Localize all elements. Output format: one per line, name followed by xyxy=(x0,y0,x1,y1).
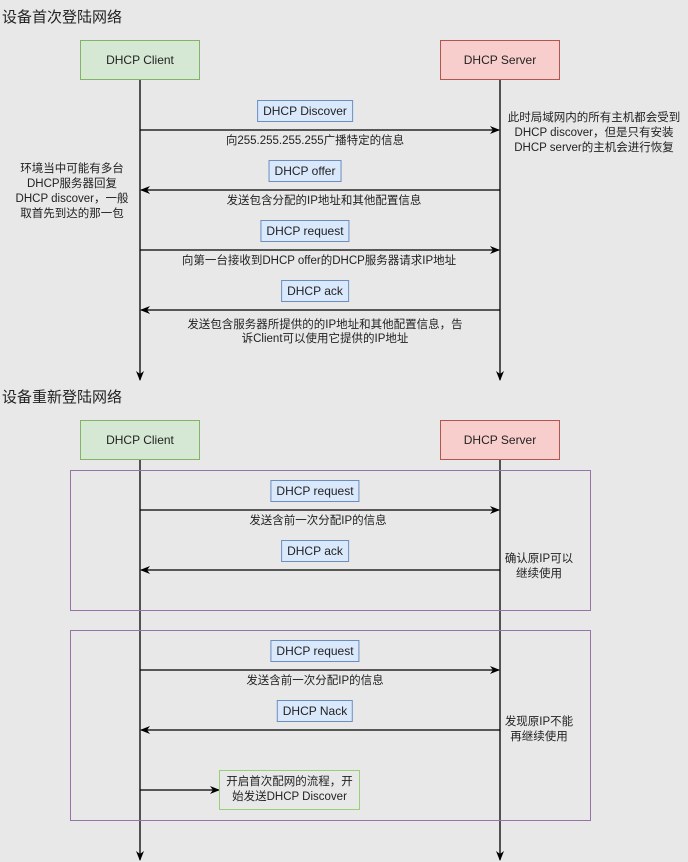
message-dhcp-ack-2: DHCP ack xyxy=(281,540,349,562)
frame-nack-scenario xyxy=(70,630,591,821)
message-ack-description: 发送包含服务器所提供的的IP地址和其他配置信息，告 诉Client可以使用它提供… xyxy=(187,318,462,346)
restart-note-line: 始发送DHCP Discover xyxy=(232,791,347,803)
message-request-2-description: 发送含前一次分配IP的信息 xyxy=(249,515,387,527)
section-title-relogin: 设备重新登陆网络 xyxy=(2,389,123,406)
nack-note: 发现原IP不能 再继续使用 xyxy=(505,715,573,745)
ack-description-line: 诉Client可以使用它提供的IP地址 xyxy=(241,333,409,345)
message-dhcp-offer: DHCP offer xyxy=(268,160,342,182)
restart-note-line: 开启首次配网的流程，开 xyxy=(226,776,353,788)
ack-note-line: 确认原IP可以 xyxy=(504,553,574,565)
ack-description-line: 发送包含服务器所提供的的IP地址和其他配置信息，告 xyxy=(187,319,463,331)
client-note-line: 环境当中可能有多台 xyxy=(20,163,124,175)
server-note-line: 此时局域网内的所有主机都会受到 xyxy=(507,112,681,124)
message-discover-description: 向255.255.255.255广播特定的信息 xyxy=(225,135,405,147)
section-title-first-login: 设备首次登陆网络 xyxy=(2,9,123,26)
server-note-line: DHCP discover，但是只有安装 xyxy=(514,127,674,139)
message-dhcp-ack: DHCP ack xyxy=(281,280,349,302)
ack-note: 确认原IP可以 继续使用 xyxy=(505,552,573,582)
message-dhcp-request: DHCP request xyxy=(260,220,350,242)
nack-note-line: 发现原IP不能 xyxy=(504,716,574,728)
dhcp-server-actor: DHCP Server xyxy=(440,40,560,80)
client-note-line: DHCP discover，一般 xyxy=(15,193,129,205)
message-dhcp-request-2: DHCP request xyxy=(270,480,360,502)
restart-discover-note: 开启首次配网的流程，开 始发送DHCP Discover xyxy=(219,770,360,810)
dhcp-server-actor-2: DHCP Server xyxy=(440,420,560,460)
message-dhcp-request-3: DHCP request xyxy=(270,640,360,662)
message-request-description: 向第一台接收到DHCP offer的DHCP服务器请求IP地址 xyxy=(181,255,457,267)
message-dhcp-nack: DHCP Nack xyxy=(276,700,354,722)
nack-note-line: 再继续使用 xyxy=(510,731,568,743)
ack-note-line: 继续使用 xyxy=(516,568,562,580)
server-note-line: DHCP server的主机会进行恢复 xyxy=(514,142,674,154)
message-dhcp-discover: DHCP Discover xyxy=(257,100,353,122)
frame-ack-scenario xyxy=(70,470,591,611)
message-request-3-description: 发送含前一次分配IP的信息 xyxy=(246,675,384,687)
message-offer-description: 发送包含分配的IP地址和其他配置信息 xyxy=(226,195,422,207)
client-note: 环境当中可能有多台 DHCP服务器回复 DHCP discover，一般 取首先… xyxy=(16,162,129,222)
dhcp-client-actor: DHCP Client xyxy=(80,40,200,80)
dhcp-client-actor-2: DHCP Client xyxy=(80,420,200,460)
client-note-line: DHCP服务器回复 xyxy=(26,178,118,190)
client-note-line: 取首先到达的那一包 xyxy=(20,208,124,220)
server-note: 此时局域网内的所有主机都会受到 DHCP discover，但是只有安装 DHC… xyxy=(508,111,681,156)
